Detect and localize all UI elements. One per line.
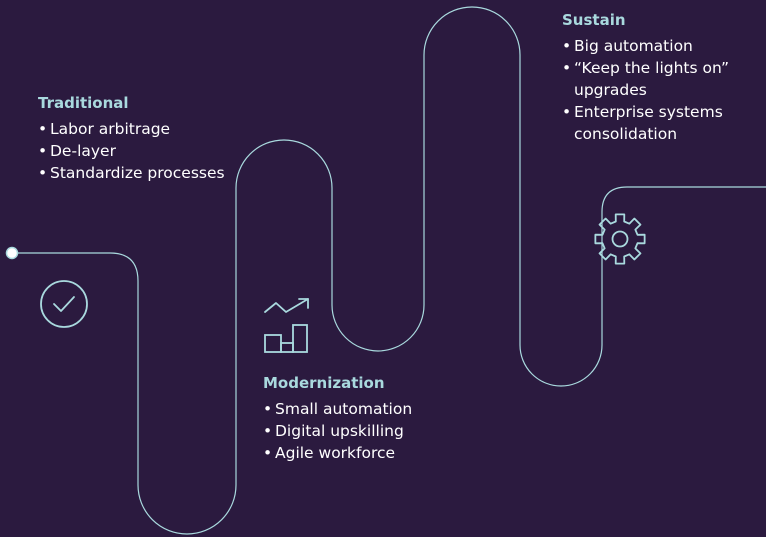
stage-traditional: Traditional Labor arbitrage De-layer Sta… [38,93,238,184]
stage-title: Modernization [263,374,385,392]
checkmark-circle-icon [40,280,88,328]
list-item: Big automation [562,35,762,57]
list-item: Standardize processes [38,162,238,184]
list-item: Digital upskilling [263,420,463,442]
stage-bullet-list: Labor arbitrage De-layer Standardize pro… [38,118,238,184]
stage-bullet-list: Big automation “Keep the lights on” upgr… [562,35,762,145]
path-start-dot [5,246,19,260]
gear-icon [594,213,646,265]
winding-road-line [13,6,766,535]
stage-modernization: Modernization Small automation Digital u… [263,373,463,464]
list-item: Agile workforce [263,442,463,464]
list-item: Labor arbitrage [38,118,238,140]
list-item: Enterprise systems consolidation [562,101,762,145]
trend-chart-icon [264,298,309,353]
stage-title: Sustain [562,11,626,29]
stage-title: Traditional [38,94,129,112]
list-item: Small automation [263,398,463,420]
list-item: De-layer [38,140,238,162]
list-item: “Keep the lights on” upgrades [562,57,762,101]
stage-bullet-list: Small automation Digital upskilling Agil… [263,398,463,464]
stage-sustain: Sustain Big automation “Keep the lights … [562,10,762,145]
gear-outline [594,213,646,265]
